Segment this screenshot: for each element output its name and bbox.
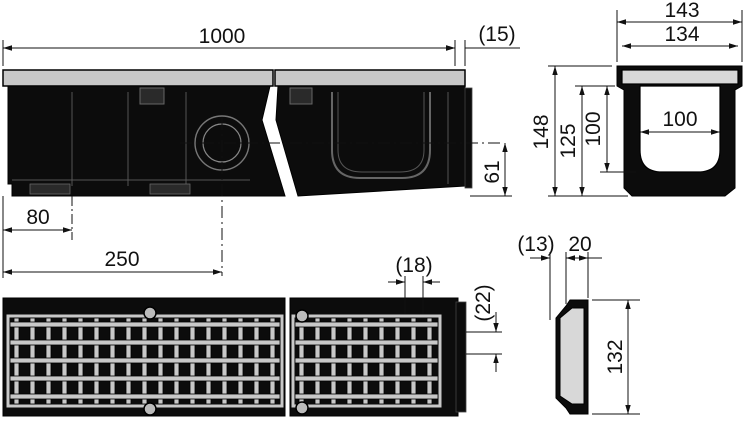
dimension-overhang: (15) bbox=[478, 23, 515, 46]
dimension-end-cap-flange: (13) bbox=[517, 233, 554, 256]
dimension-channel-width: 100 bbox=[662, 108, 697, 131]
dimension-channel-depth: 100 bbox=[582, 111, 605, 146]
end-cap-view: (13) 20 132 bbox=[517, 233, 640, 415]
dimension-total-height: 148 bbox=[530, 114, 553, 149]
dimension-inner-width: 134 bbox=[664, 23, 699, 46]
grate-crossbar bbox=[294, 375, 439, 382]
grate-crossbar bbox=[294, 393, 439, 400]
channel-right-segment bbox=[274, 69, 473, 197]
dimension-body-height: 125 bbox=[557, 123, 580, 158]
grate-crossbar bbox=[9, 393, 281, 400]
side-view: 1000 (15) 61 80 250 bbox=[2, 23, 520, 278]
grate-crossbar bbox=[294, 339, 439, 346]
dimension-edge-gap: (22) bbox=[472, 284, 495, 321]
grate-bolts bbox=[143, 306, 309, 416]
grate-crossbar bbox=[9, 321, 281, 328]
dimension-length: 1000 bbox=[199, 25, 246, 48]
dimension-outlet-height: 61 bbox=[481, 160, 504, 183]
grate-left bbox=[6, 314, 284, 408]
dimension-bar-spacing: (18) bbox=[395, 254, 432, 277]
grate-crossbar bbox=[294, 321, 439, 328]
dimension-end-cap-thickness: 20 bbox=[568, 233, 591, 256]
dimension-outlet-position: 250 bbox=[104, 248, 139, 271]
grate-crossbar bbox=[294, 357, 439, 364]
top-view: (18) (22) bbox=[2, 254, 502, 417]
dimension-overall-width: 143 bbox=[664, 0, 699, 22]
cross-section-view: 143 134 100 148 125 100 bbox=[530, 0, 743, 197]
grate-right bbox=[291, 314, 442, 408]
grate-crossbar bbox=[9, 339, 281, 346]
dimension-end-cap-height: 132 bbox=[604, 339, 627, 374]
grate-crossbar bbox=[9, 357, 281, 364]
grate-crossbar bbox=[9, 375, 281, 382]
dimension-outlet-offset: 80 bbox=[26, 206, 49, 229]
